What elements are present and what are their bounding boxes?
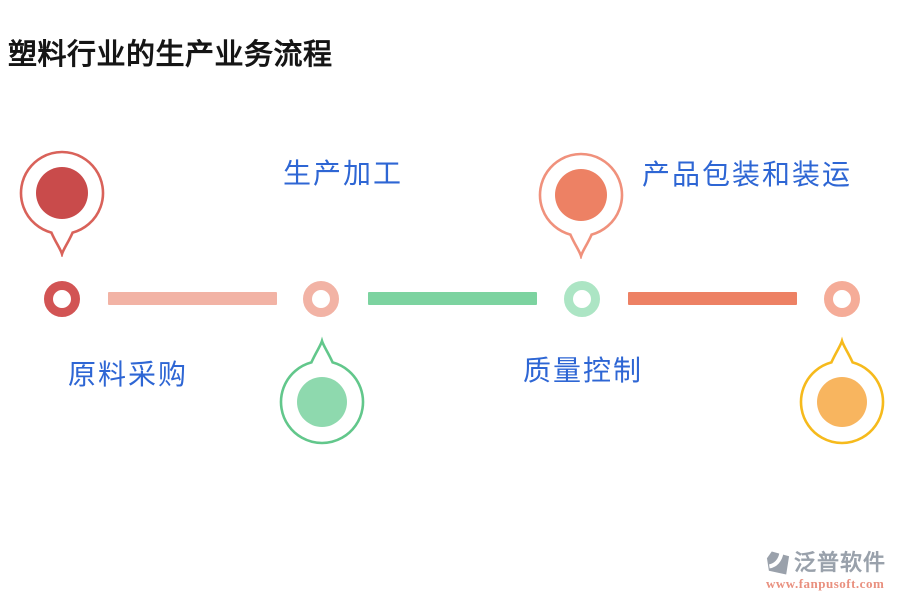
timeline-marker-step-2: [303, 281, 339, 317]
page-title: 塑料行业的生产业务流程: [8, 39, 333, 71]
brand-watermark: 泛普软件 www.fanpusoft.com: [766, 550, 886, 591]
fanpu-logo-icon: [766, 551, 790, 575]
balloon-marker-step-2: [279, 336, 365, 445]
step-label-raw-material-procurement: 原料采购: [68, 360, 189, 391]
balloon-marker-step-1: [19, 150, 105, 257]
brand-name: 泛普软件: [794, 549, 887, 575]
step-label-packaging-and-shipping: 产品包装和装运: [642, 160, 853, 191]
balloon-dot: [555, 169, 607, 221]
timeline-marker-step-3: [564, 281, 600, 317]
step-label-production-processing: 生产加工: [283, 159, 404, 190]
timeline-segment-3: [628, 292, 797, 305]
balloon-dot: [297, 377, 347, 427]
balloon-dot: [36, 167, 88, 219]
timeline-segment-1: [108, 292, 277, 305]
balloon-marker-step-4: [799, 336, 885, 445]
brand-url: www.fanpusoft.com: [766, 576, 885, 591]
balloon-marker-step-3: [538, 152, 624, 259]
timeline-marker-step-4: [824, 281, 860, 317]
timeline-marker-step-1: [44, 281, 80, 317]
balloon-dot: [817, 377, 867, 427]
step-label-quality-control: 质量控制: [523, 356, 644, 387]
timeline-segment-2: [368, 292, 537, 305]
